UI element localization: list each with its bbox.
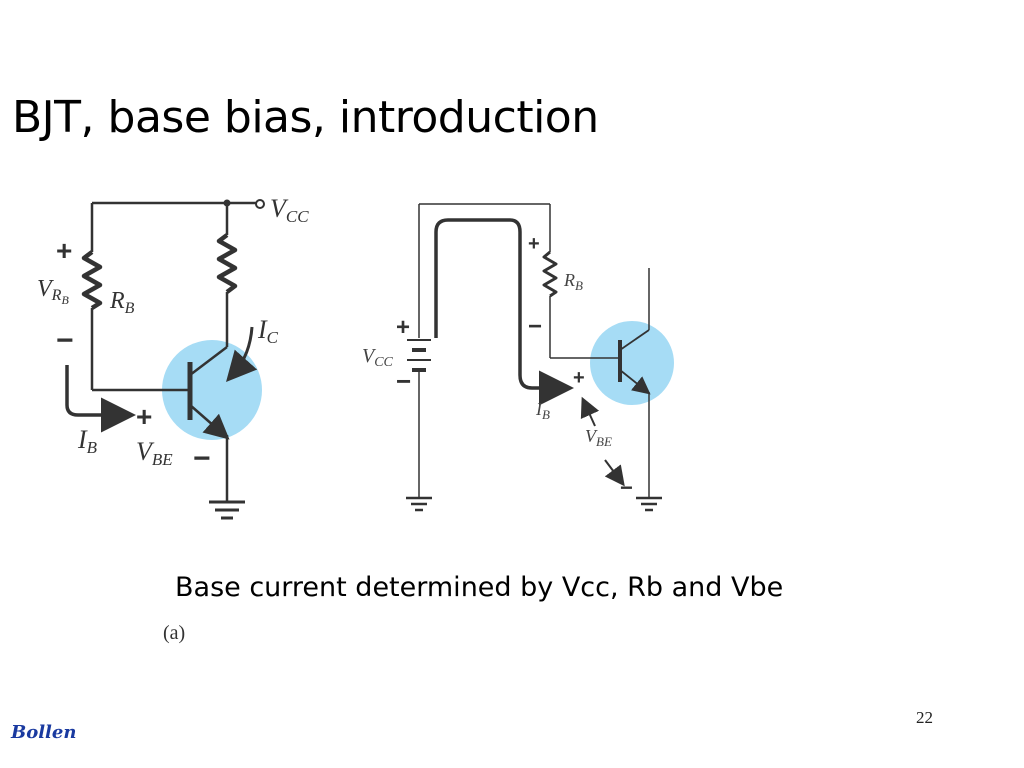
vrb-label: V (37, 276, 54, 302)
svg-text:IC: IC (257, 315, 279, 347)
slide-title: BJT, base bias, introduction (12, 92, 599, 143)
right-circuit-diagram: + VCC − + RB − + IB VBE − (362, 203, 674, 512)
rc-resistor (216, 233, 238, 294)
rb-label: R (109, 288, 125, 314)
transistor-collector (189, 346, 228, 376)
vcc-label: V (270, 194, 289, 223)
transistor-collector (619, 329, 650, 351)
transistor-emitter (189, 404, 230, 440)
vrb-label-subsub: B (61, 293, 69, 307)
ground-symbol (209, 500, 245, 520)
vcc-terminal (255, 199, 265, 209)
svg-text:VCC: VCC (362, 345, 394, 370)
svg-text:IB: IB (77, 425, 98, 457)
slide-caption: Base current determined by Vcc, Rb and V… (175, 572, 784, 603)
ic-label-sub: C (267, 328, 279, 347)
ib-label: I (535, 399, 543, 419)
vcc-minus: − (396, 366, 411, 396)
battery-symbol (407, 339, 431, 372)
ib-label: I (77, 425, 88, 454)
vrb-label-sub: R (51, 287, 62, 304)
rb-label-sub: B (125, 300, 135, 317)
vbe-arrow-down (604, 459, 625, 487)
vbe-arrow-up (580, 396, 600, 427)
rb-minus: − (528, 313, 542, 340)
ib-arrow (65, 365, 136, 433)
vbe-label: V (136, 437, 155, 466)
ib-loop-arrow (434, 218, 574, 406)
svg-text:RB: RB (109, 288, 135, 317)
rb-resistor (81, 250, 103, 310)
vbe-minus: − (620, 475, 633, 500)
ground-symbol-right (636, 496, 662, 512)
svg-text:VBE: VBE (585, 426, 612, 449)
page-number: 22 (916, 708, 933, 727)
vbe-plus: + (573, 367, 585, 389)
transistor-emitter (619, 369, 651, 395)
rb-resistor (542, 250, 558, 298)
vcc-plus: + (396, 314, 410, 341)
vbe-label: V (585, 426, 598, 446)
svg-text:VCC: VCC (270, 194, 309, 226)
ic-arrow (226, 326, 258, 382)
ic-label: I (257, 315, 268, 344)
vbe-minus: − (193, 442, 211, 475)
vbe-plus: + (136, 401, 152, 432)
vcc-label-sub: CC (374, 355, 393, 370)
svg-text:VRB: VRB (37, 276, 69, 307)
ib-label-sub: B (87, 438, 98, 457)
vcc-label: V (362, 345, 377, 367)
left-circuit-diagram: VCC + VRB − RB IC + IB VBE − (37, 194, 309, 520)
ib-label-sub: B (542, 407, 550, 422)
ground-symbol-left (406, 496, 432, 512)
vbe-label-sub: BE (596, 434, 612, 449)
figure-label: (a) (163, 622, 186, 644)
vcc-label-sub: CC (286, 207, 309, 226)
brand-logo: Bollen (11, 722, 77, 743)
vbe-label-sub: BE (152, 450, 173, 469)
svg-text:IB: IB (535, 399, 550, 422)
svg-text:RB: RB (563, 270, 583, 293)
rb-plus: + (528, 233, 540, 255)
vrb-plus: + (56, 235, 72, 266)
svg-text:VBE: VBE (136, 437, 173, 469)
vrb-minus: − (56, 324, 74, 357)
rb-label-sub: B (575, 278, 583, 293)
transistor-highlight (590, 321, 674, 405)
rb-label: R (563, 270, 575, 290)
